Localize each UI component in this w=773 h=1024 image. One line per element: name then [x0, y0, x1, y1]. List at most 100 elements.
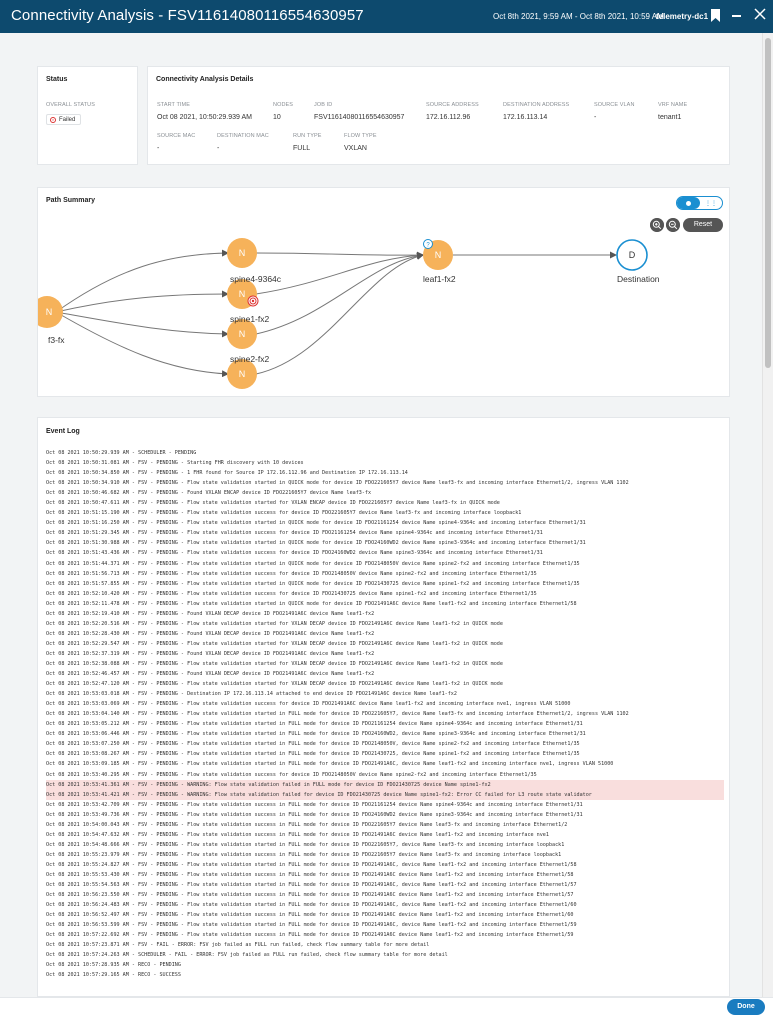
log-line: Oct 08 2021 10:53:49.736 AM - FSV - PEND…: [46, 811, 583, 818]
path-summary-title: Path Summary: [46, 197, 96, 204]
log-line: Oct 08 2021 10:56:24.483 AM - FSV - PEND…: [46, 902, 577, 909]
log-line: Oct 08 2021 10:54:00.043 AM - FSV - PEND…: [46, 821, 568, 828]
log-line: Oct 08 2021 10:52:37.319 AM - FSV - PEND…: [46, 650, 375, 657]
log-line: Oct 08 2021 10:54:48.666 AM - FSV - PEND…: [46, 841, 565, 848]
failed-icon: ×: [50, 116, 56, 123]
log-line: Oct 08 2021 10:53:04.140 AM - FSV - PEND…: [46, 711, 629, 718]
title-bar: Connectivity Analysis - FSV1161408011655…: [0, 0, 773, 33]
status-badge: × Failed: [46, 114, 82, 125]
log-line: Oct 08 2021 10:50:47.611 AM - FSV - PEND…: [46, 500, 500, 507]
edge: [55, 249, 229, 313]
node-label-spine2: spine2-fx2: [230, 354, 270, 364]
node-glyph: N: [239, 329, 246, 339]
node-label-spine4: spine4-9364c: [230, 274, 282, 284]
detail-label: VRF NAME: [658, 102, 688, 108]
log-line: Oct 08 2021 10:52:38.088 AM - FSV - PEND…: [46, 660, 503, 667]
reset-button[interactable]: Reset: [683, 218, 723, 232]
detail-value: FULL: [293, 145, 311, 152]
log-line: Oct 08 2021 10:56:23.550 AM - FSV - PEND…: [46, 892, 574, 899]
status-card-title: Status: [46, 76, 68, 83]
edge: [55, 290, 229, 313]
log-line: Oct 08 2021 10:53:41.361 AM - FSV - PEND…: [46, 779, 724, 790]
log-line: Oct 08 2021 10:54:47.632 AM - FSV - PEND…: [46, 831, 549, 838]
detail-label: FLOW TYPE: [344, 133, 377, 139]
node-leaf3: [38, 296, 63, 328]
detail-value: Oct 08 2021, 10:50:29.939 AM: [157, 114, 252, 121]
log-line: Oct 08 2021 10:53:07.250 AM - FSV - PEND…: [46, 741, 580, 748]
log-line: Oct 08 2021 10:52:29.547 AM - FSV - PEND…: [46, 640, 503, 647]
log-line: Oct 08 2021 10:53:03.018 AM - FSV - PEND…: [46, 691, 457, 698]
leaf-info-badge: ?: [423, 239, 433, 249]
detail-label: RUN TYPE: [293, 133, 322, 139]
log-line: Oct 08 2021 10:55:23.979 AM - FSV - PEND…: [46, 851, 562, 858]
bookmark-icon[interactable]: [711, 9, 720, 22]
node-glyph: D: [629, 250, 636, 260]
edge: [55, 311, 229, 378]
detail-label: START TIME: [157, 102, 190, 108]
done-button[interactable]: Done: [727, 999, 765, 1015]
detail-value: 172.16.113.14: [503, 114, 548, 121]
log-line: Oct 08 2021 10:51:44.371 AM - FSV - PEND…: [46, 560, 580, 567]
log-line: Oct 08 2021 10:53:08.267 AM - FSV - PEND…: [46, 751, 580, 758]
log-line: Oct 08 2021 10:52:20.516 AM - FSV - PEND…: [46, 620, 503, 627]
log-line: Oct 08 2021 10:57:28.935 AM - RECO - PEN…: [46, 962, 181, 969]
node-label-leaf1: leaf1-fx2: [423, 274, 456, 284]
minimize-icon[interactable]: [732, 15, 741, 17]
zoom-out-icon[interactable]: [666, 218, 680, 232]
log-line: Oct 08 2021 10:52:46.457 AM - FSV - PEND…: [46, 671, 375, 678]
detail-value: FSV11614080116554630957: [314, 114, 405, 121]
log-line: Oct 08 2021 10:57:29.165 AM - RECO - SUC…: [46, 972, 181, 979]
edge: [255, 252, 424, 375]
detail-value: 10: [273, 114, 281, 121]
log-line: Oct 08 2021 10:51:16.250 AM - FSV - PEND…: [46, 520, 586, 527]
graph-view-icon: [686, 200, 691, 206]
page-title: Connectivity Analysis - FSV1161408011655…: [11, 7, 364, 24]
event-log-card: Event Log Oct 08 2021 10:50:29.939 AM - …: [37, 417, 730, 997]
log-line: Oct 08 2021 10:56:53.599 AM - FSV - PEND…: [46, 922, 577, 929]
log-line: Oct 08 2021 10:57:23.871 AM - FSV - FAIL…: [46, 942, 430, 949]
log-line: Oct 08 2021 10:53:42.709 AM - FSV - PEND…: [46, 801, 583, 808]
detail-value: VXLAN: [344, 145, 367, 152]
scrollbar[interactable]: [762, 33, 773, 997]
status-card: Status OVERALL STATUS × Failed: [37, 66, 138, 165]
log-line: Oct 08 2021 10:56:52.497 AM - FSV - PEND…: [46, 912, 574, 919]
detail-value: -: [594, 114, 597, 121]
table-view-toggle[interactable]: ⋮⋮: [700, 197, 722, 209]
detail-label: SOURCE MAC: [157, 133, 196, 139]
scrollbar-thumb[interactable]: [765, 38, 771, 368]
detail-label: DESTINATION MAC: [217, 133, 269, 139]
graph-view-toggle[interactable]: [677, 197, 700, 209]
node-glyph: N: [46, 307, 53, 317]
log-line: Oct 08 2021 10:55:53.430 AM - FSV - PEND…: [46, 871, 574, 878]
zoom-in-icon[interactable]: [650, 218, 664, 232]
view-toggle[interactable]: ⋮⋮: [676, 196, 723, 210]
log-line: Oct 08 2021 10:52:47.120 AM - FSV - PEND…: [46, 681, 503, 688]
log-line: Oct 08 2021 10:55:54.563 AM - FSV - PEND…: [46, 882, 577, 889]
node-glyphs: N N N N N N D: [46, 248, 636, 379]
log-line: Oct 08 2021 10:57:24.263 AM - SCHEDULER …: [46, 952, 448, 959]
node-destination: [616, 239, 648, 271]
detail-label: JOB ID: [314, 102, 333, 108]
log-line: Oct 08 2021 10:50:34.910 AM - FSV - PEND…: [46, 480, 629, 487]
node-label-leaf3: f3-fx: [48, 335, 65, 345]
detail-label: DESTINATION ADDRESS: [503, 102, 570, 108]
node-glyph: N: [435, 250, 442, 260]
log-line: Oct 08 2021 10:53:05.212 AM - FSV - PEND…: [46, 721, 583, 728]
log-line: Oct 08 2021 10:51:30.988 AM - FSV - PEND…: [46, 540, 586, 547]
log-line: Oct 08 2021 10:53:09.185 AM - FSV - PEND…: [46, 761, 614, 768]
detail-value: tenant1: [658, 114, 682, 121]
log-line: Oct 08 2021 10:52:11.478 AM - FSV - PEND…: [46, 600, 577, 607]
date-range[interactable]: Oct 8th 2021, 9:59 AM - Oct 8th 2021, 10…: [493, 12, 664, 21]
node-spine4: [227, 238, 257, 268]
svg-text:?: ?: [426, 243, 430, 249]
footer: Done: [0, 997, 773, 1024]
event-log-list: Oct 08 2021 10:50:29.939 AM - SCHEDULER …: [46, 448, 724, 980]
log-line: Oct 08 2021 10:50:34.850 AM - FSV - PEND…: [46, 470, 408, 477]
detail-value: -: [157, 145, 160, 152]
log-line: Oct 08 2021 10:50:31.081 AM - FSV - PEND…: [46, 460, 304, 467]
log-line: Oct 08 2021 10:51:15.190 AM - FSV - PEND…: [46, 510, 522, 517]
close-icon[interactable]: [754, 8, 766, 20]
detail-label: SOURCE ADDRESS: [426, 102, 479, 108]
fabric-name[interactable]: telemetry-dc1: [656, 12, 709, 21]
log-line: Oct 08 2021 10:51:29.345 AM - FSV - PEND…: [46, 530, 543, 537]
